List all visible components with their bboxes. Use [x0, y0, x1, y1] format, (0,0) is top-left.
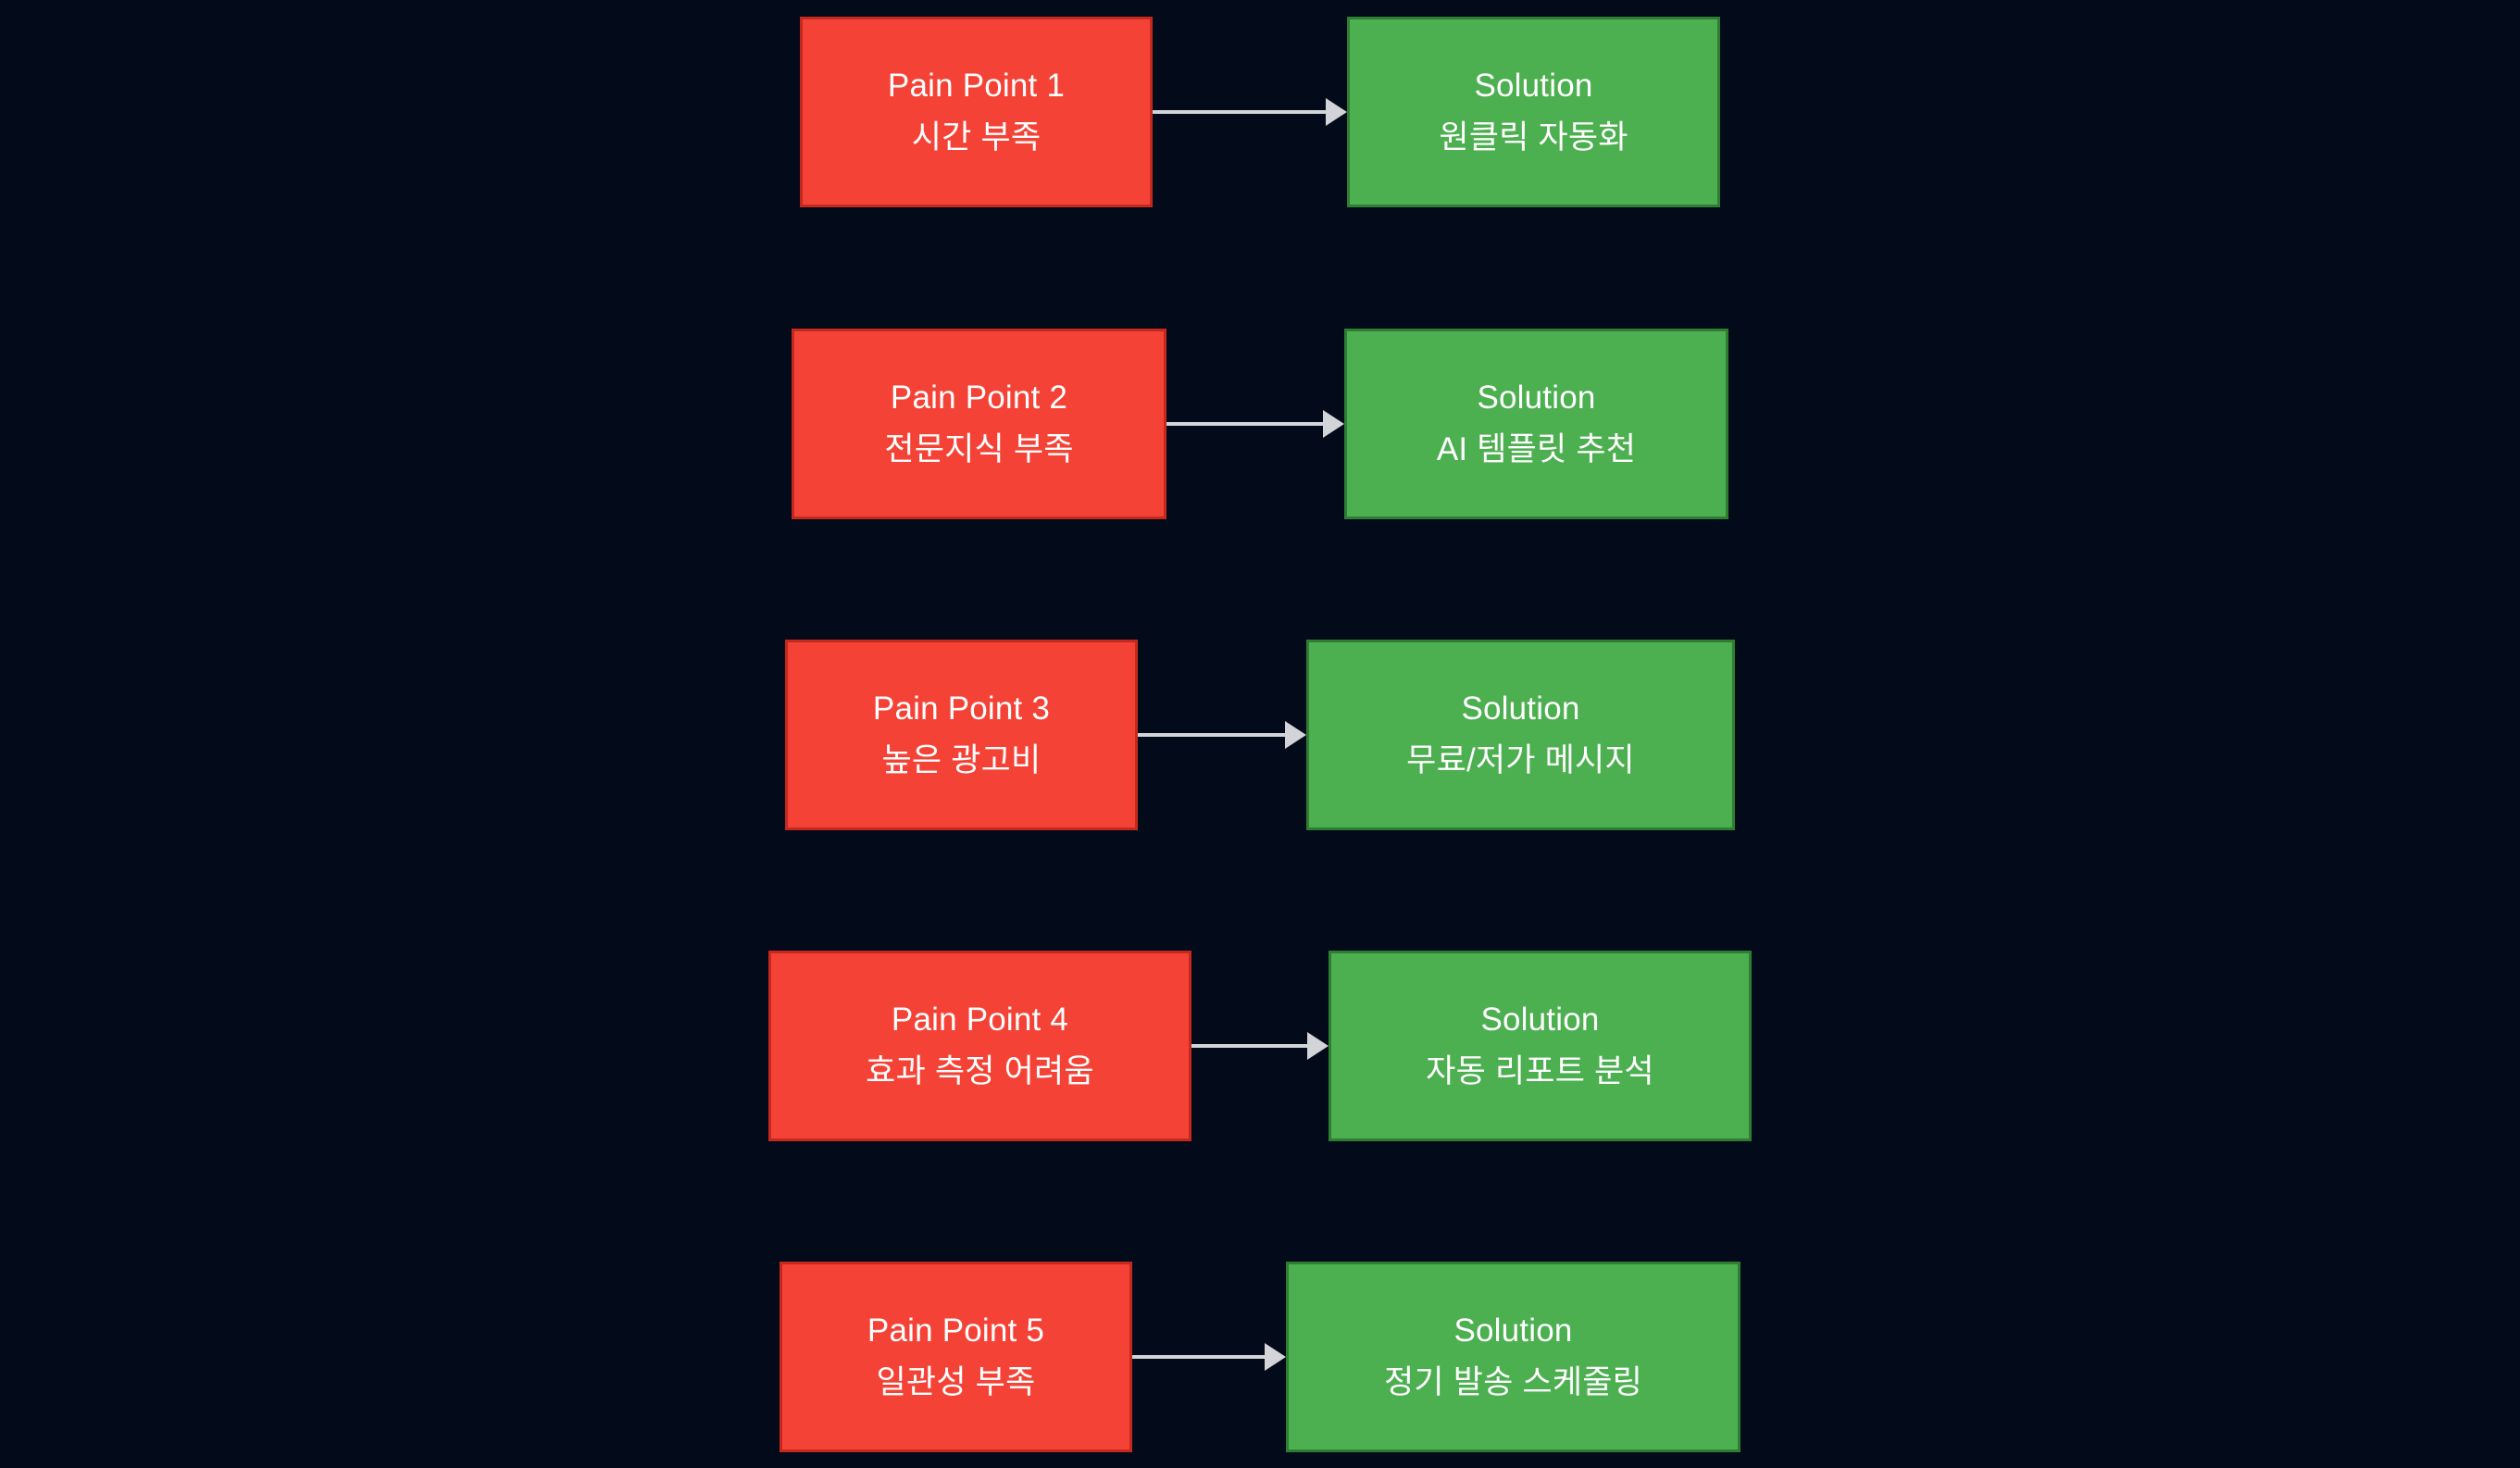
arrow-right-icon	[1191, 1029, 1329, 1063]
pain-point-title: Pain Point 3	[872, 690, 1051, 728]
pain-point-title: Pain Point 2	[890, 379, 1068, 417]
arrow-shaft	[1132, 1355, 1265, 1359]
pain-point-node[interactable]: Pain Point 4 효과 측정 어려움	[768, 951, 1191, 1141]
pain-point-description: 전문지식 부족	[884, 430, 1074, 467]
arrow-head	[1323, 410, 1344, 438]
solution-description: 원클릭 자동화	[1439, 118, 1628, 156]
arrow-shaft	[1138, 733, 1285, 737]
arrow-right-icon	[1153, 95, 1347, 129]
pain-point-description: 높은 광고비	[881, 741, 1042, 778]
solution-node[interactable]: Solution 무료/저가 메시지	[1306, 640, 1735, 830]
pain-point-node[interactable]: Pain Point 1 시간 부족	[800, 17, 1153, 207]
arrow-head	[1326, 98, 1347, 126]
arrow-shaft	[1153, 110, 1326, 114]
arrow-head	[1307, 1032, 1329, 1060]
arrow-right-icon	[1138, 718, 1306, 752]
solution-title: Solution	[1480, 1001, 1600, 1039]
solution-title: Solution	[1461, 690, 1580, 728]
solution-node[interactable]: Solution 정기 발송 스케줄링	[1286, 1262, 1740, 1452]
pain-point-node[interactable]: Pain Point 5 일관성 부족	[780, 1262, 1132, 1452]
solution-title: Solution	[1453, 1312, 1573, 1350]
arrow-head	[1285, 721, 1306, 749]
solution-description: 자동 리포트 분석	[1426, 1052, 1654, 1089]
solution-node[interactable]: Solution 자동 리포트 분석	[1329, 951, 1752, 1141]
solution-description: 정기 발송 스케줄링	[1383, 1363, 1643, 1400]
pain-point-node[interactable]: Pain Point 2 전문지식 부족	[792, 329, 1166, 519]
arrow-shaft	[1191, 1044, 1307, 1048]
solution-title: Solution	[1474, 68, 1593, 105]
pain-point-title: Pain Point 1	[887, 68, 1066, 105]
flow-row: Pain Point 3 높은 광고비 Solution 무료/저가 메시지	[0, 640, 2520, 830]
flow-row: Pain Point 5 일관성 부족 Solution 정기 발송 스케줄링	[0, 1262, 2520, 1452]
solution-title: Solution	[1477, 379, 1596, 417]
arrow-right-icon	[1132, 1340, 1286, 1374]
pain-point-title: Pain Point 5	[867, 1312, 1045, 1350]
flow-row: Pain Point 4 효과 측정 어려움 Solution 자동 리포트 분…	[0, 951, 2520, 1141]
solution-description: AI 템플릿 추천	[1436, 430, 1637, 467]
pain-point-node[interactable]: Pain Point 3 높은 광고비	[785, 640, 1138, 830]
arrow-shaft	[1166, 422, 1323, 426]
pain-point-description: 일관성 부족	[876, 1363, 1036, 1400]
pain-point-description: 시간 부족	[911, 118, 1042, 156]
solution-node[interactable]: Solution AI 템플릿 추천	[1344, 329, 1728, 519]
arrow-right-icon	[1166, 407, 1344, 441]
pain-point-description: 효과 측정 어려움	[866, 1052, 1094, 1089]
solution-description: 무료/저가 메시지	[1406, 741, 1635, 778]
pain-point-title: Pain Point 4	[891, 1001, 1069, 1039]
flow-row: Pain Point 1 시간 부족 Solution 원클릭 자동화	[0, 17, 2520, 207]
flow-row: Pain Point 2 전문지식 부족 Solution AI 템플릿 추천	[0, 329, 2520, 519]
solution-node[interactable]: Solution 원클릭 자동화	[1347, 17, 1720, 207]
arrow-head	[1265, 1343, 1286, 1371]
